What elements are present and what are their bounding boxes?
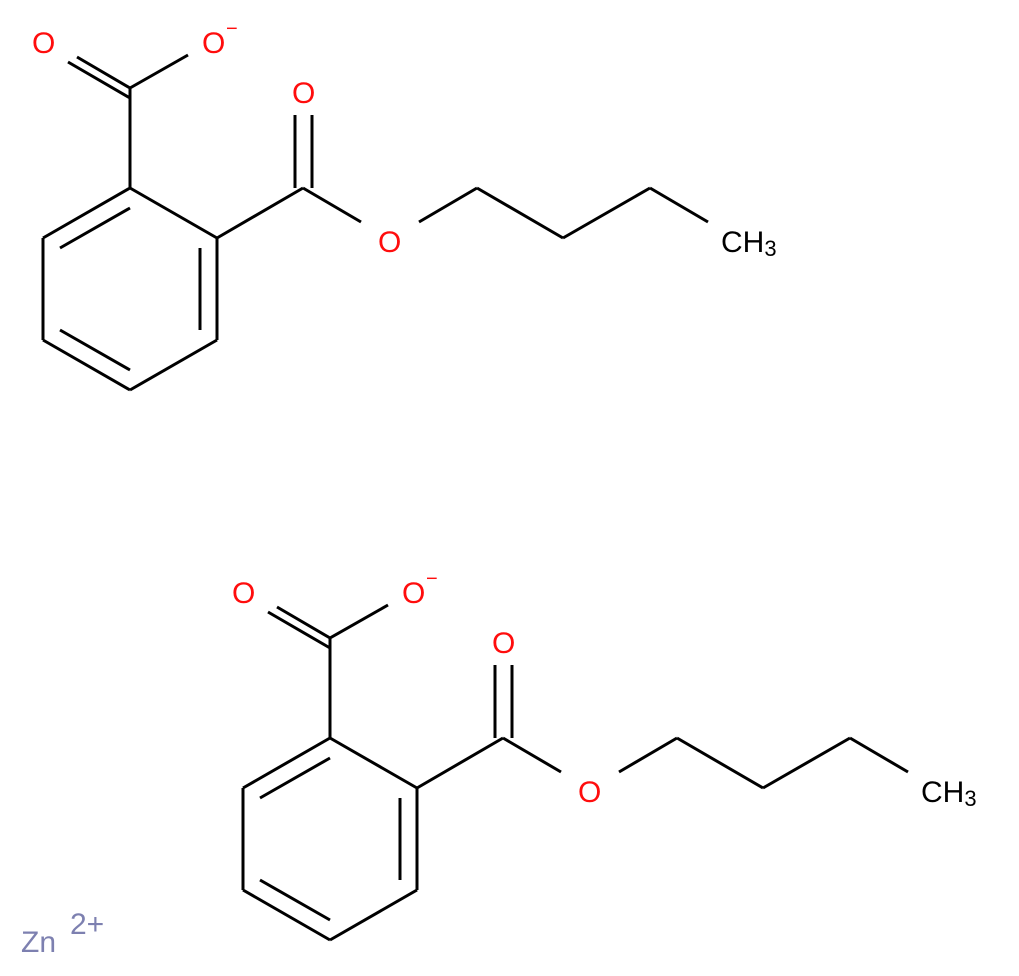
ester-oxygen-atom: O bbox=[378, 226, 401, 259]
ring-bond bbox=[329, 736, 418, 790]
ring-double-bond bbox=[259, 756, 331, 800]
bond bbox=[649, 186, 709, 224]
ring-bond bbox=[129, 186, 218, 240]
oxygen-atom: O bbox=[292, 77, 315, 110]
bond bbox=[502, 736, 562, 774]
zinc-charge: 2+ bbox=[70, 908, 104, 941]
bond bbox=[418, 186, 478, 224]
ester-oxygen-atom: O bbox=[578, 776, 601, 809]
bond bbox=[129, 53, 189, 90]
ring-bond bbox=[129, 338, 218, 392]
methyl-group: CH3 bbox=[721, 226, 777, 261]
oxygen-atom: O bbox=[32, 27, 55, 60]
ring-bond bbox=[242, 888, 331, 942]
ring-double-bond bbox=[59, 206, 131, 250]
bond bbox=[676, 736, 764, 790]
double-bond bbox=[267, 610, 331, 650]
bond bbox=[618, 736, 678, 774]
double-bond bbox=[276, 605, 331, 640]
oxygen-atom: O bbox=[492, 627, 515, 660]
ring-bond bbox=[329, 888, 418, 942]
zinc-symbol: Zn bbox=[21, 926, 56, 959]
bond bbox=[562, 186, 651, 240]
oxygen-anion-atom: O bbox=[202, 27, 225, 60]
negative-charge: − bbox=[226, 18, 238, 40]
double-bond bbox=[76, 55, 131, 90]
zinc-ion: Zn 2+ bbox=[21, 908, 104, 959]
oxygen-anion-atom: O bbox=[402, 577, 425, 610]
negative-charge: − bbox=[426, 568, 438, 590]
bond bbox=[476, 186, 564, 240]
bond bbox=[329, 603, 389, 640]
ring-double-bond bbox=[259, 878, 331, 922]
bond bbox=[416, 736, 504, 790]
methyl-group: CH3 bbox=[921, 776, 977, 811]
molecule-2: O O − O O CH3 bbox=[232, 568, 977, 942]
bond bbox=[762, 736, 851, 790]
bond bbox=[216, 186, 304, 240]
double-bond bbox=[67, 60, 131, 100]
ring-double-bond bbox=[59, 328, 131, 372]
ring-bond bbox=[242, 736, 331, 790]
molecule-1: O O − O O CH3 bbox=[32, 18, 777, 392]
ring-bond bbox=[42, 186, 131, 240]
bond bbox=[849, 736, 909, 774]
ring-bond bbox=[42, 338, 131, 392]
oxygen-atom: O bbox=[232, 577, 255, 610]
bond bbox=[302, 186, 362, 224]
